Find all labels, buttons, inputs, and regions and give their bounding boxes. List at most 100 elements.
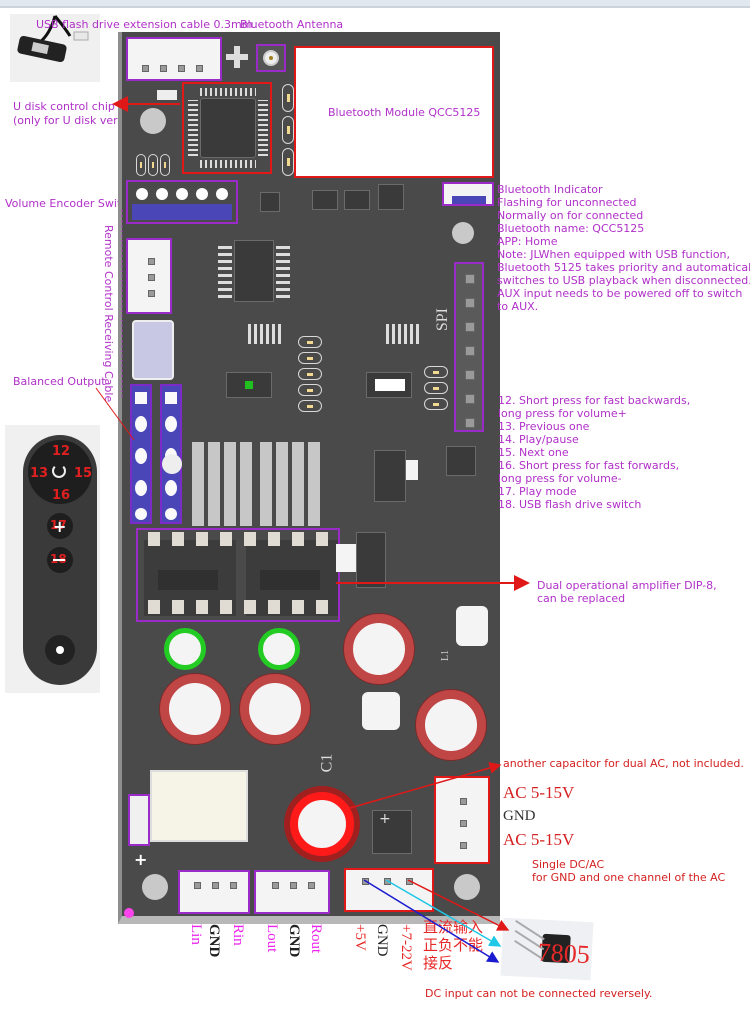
note-line: Normally on for connected xyxy=(497,209,644,222)
u-disk-chip xyxy=(182,82,272,174)
remote-dial: 12 13 15 16 xyxy=(28,440,92,504)
remote-key-12: 12 xyxy=(52,444,71,459)
ac-top-label: AC 5-15V xyxy=(503,783,575,802)
smd-component xyxy=(424,366,448,378)
chinese-line: 正负不能 xyxy=(423,936,484,954)
regulator-tab xyxy=(406,460,418,480)
spi-header xyxy=(454,262,484,432)
top-bar xyxy=(0,0,750,8)
bridge-rectifier: + xyxy=(372,810,412,854)
remote-cable-connector xyxy=(126,238,172,314)
note-line: Bluetooth 5125 takes priority and automa… xyxy=(497,261,750,274)
smd-component xyxy=(282,84,294,112)
function-line: long press for volume+ xyxy=(498,407,627,420)
function-line: 16. Short press for fast forwards, xyxy=(498,459,680,472)
usb-cable-image xyxy=(10,14,100,82)
usb-cable-icon xyxy=(17,15,89,63)
remote-minus-button: 18 xyxy=(47,547,73,573)
label-gnd-in: GND xyxy=(206,924,222,958)
note-line: Note: JLWhen equipped with USB function, xyxy=(497,248,731,261)
transistor-large xyxy=(356,532,386,588)
transistor xyxy=(378,184,404,210)
dc-power-connector[interactable] xyxy=(344,868,434,912)
capacitor-green xyxy=(258,628,300,670)
smd-component xyxy=(298,400,322,412)
bt-indicator-note: Bluetooth Indicator Flashing for unconne… xyxy=(497,183,750,313)
balanced-output-strip-left xyxy=(130,384,152,524)
label-gnd-out: GND xyxy=(286,924,302,958)
bt-indicator-led xyxy=(442,182,494,206)
pad xyxy=(336,544,356,572)
chinese-warning: 直流输入 正负不能 接反 xyxy=(423,918,483,972)
capacitor-note: another capacitor for dual AC, not inclu… xyxy=(503,757,744,770)
label-rin: Rin xyxy=(230,924,246,946)
crystal-oscillator xyxy=(132,320,174,380)
power-icon xyxy=(52,464,66,478)
dc-reverse-warning: DC input can not be connected reversely. xyxy=(425,987,653,1000)
regulator-label: 7805 xyxy=(537,937,591,970)
smd-component xyxy=(298,368,322,380)
cross-pad xyxy=(226,46,248,68)
remote-receiver-hole xyxy=(45,635,75,665)
inductor xyxy=(362,692,400,730)
note-line: Bluetooth name: QCC5125 xyxy=(497,222,645,235)
label-lout: Lout xyxy=(264,924,280,953)
target-marker xyxy=(162,454,182,474)
capacitor-red xyxy=(344,614,414,684)
remote-control-image: 12 13 15 16 17 + 18 xyxy=(5,425,100,693)
single-dc-sublabel: for GND and one channel of the AC xyxy=(532,871,726,884)
pin1-marker xyxy=(124,908,134,918)
volume-encoder-label: Volume Encoder Switch xyxy=(5,197,135,210)
smd-component xyxy=(424,398,448,410)
voltage-regulator xyxy=(374,450,406,502)
smd-component xyxy=(282,148,294,176)
smd-component xyxy=(148,154,158,176)
u-disk-chip-label: U disk control chip xyxy=(13,100,115,113)
main-ic xyxy=(234,240,274,302)
relay xyxy=(150,770,248,842)
label-7-22v: +7-22V xyxy=(398,924,414,971)
remote-body: 12 13 15 16 17 + 18 xyxy=(23,435,97,685)
ac-input-connector xyxy=(434,776,490,864)
bt-antenna-label: Bluetooth Antenna xyxy=(240,18,344,31)
dip8-opamp-area xyxy=(136,528,340,622)
smd-pad xyxy=(157,90,177,100)
resistor-array xyxy=(260,442,324,526)
usb-cable-label: USB flash drive extension cable 0.3mm xyxy=(36,18,253,31)
input-connector[interactable] xyxy=(178,870,250,914)
usb-connector xyxy=(126,37,222,81)
opamp-label: Dual operational amplifier DIP-8, xyxy=(537,579,717,592)
capacitor-red xyxy=(240,674,310,744)
label-lin: Lin xyxy=(188,924,204,945)
remote-plus-button: 17 + xyxy=(47,513,73,539)
spi-silkscreen: SPI xyxy=(434,308,451,332)
smd-component xyxy=(298,336,322,348)
chinese-line: 接反 xyxy=(423,954,454,972)
ic-left xyxy=(226,372,272,398)
resistor-array xyxy=(192,442,256,526)
label-5v: +5V xyxy=(352,924,368,951)
output-connector[interactable] xyxy=(254,870,330,914)
function-line: long press for volume- xyxy=(498,472,622,485)
label-gnd-power: GND xyxy=(374,924,390,957)
chinese-line: 直流输入 xyxy=(423,918,484,936)
transistor xyxy=(260,192,280,212)
diode xyxy=(128,794,150,846)
inductor xyxy=(456,606,488,646)
regulator-7805-image: 7805 xyxy=(500,917,594,981)
u-disk-chip-sublabel: (only for U disk version) xyxy=(13,114,145,127)
antenna-connector xyxy=(256,44,286,72)
minus-icon xyxy=(53,559,65,561)
remote-cable-label: Remote Control Receiving Cable xyxy=(102,225,115,403)
remote-key-13: 13 xyxy=(30,466,49,481)
note-line: AUX input needs to be powered off to swi… xyxy=(497,287,743,300)
qfn-chip xyxy=(446,446,476,476)
capacitor-green xyxy=(164,628,206,670)
single-dc-label: Single DC/AC xyxy=(532,858,605,871)
label-rout: Rout xyxy=(308,924,324,954)
remote-key-16: 16 xyxy=(52,488,71,503)
smd-component xyxy=(160,154,170,176)
l1-silkscreen: L1 xyxy=(440,649,452,662)
note-line: APP: Home xyxy=(497,235,558,248)
c1-silkscreen: C1 xyxy=(318,753,336,773)
